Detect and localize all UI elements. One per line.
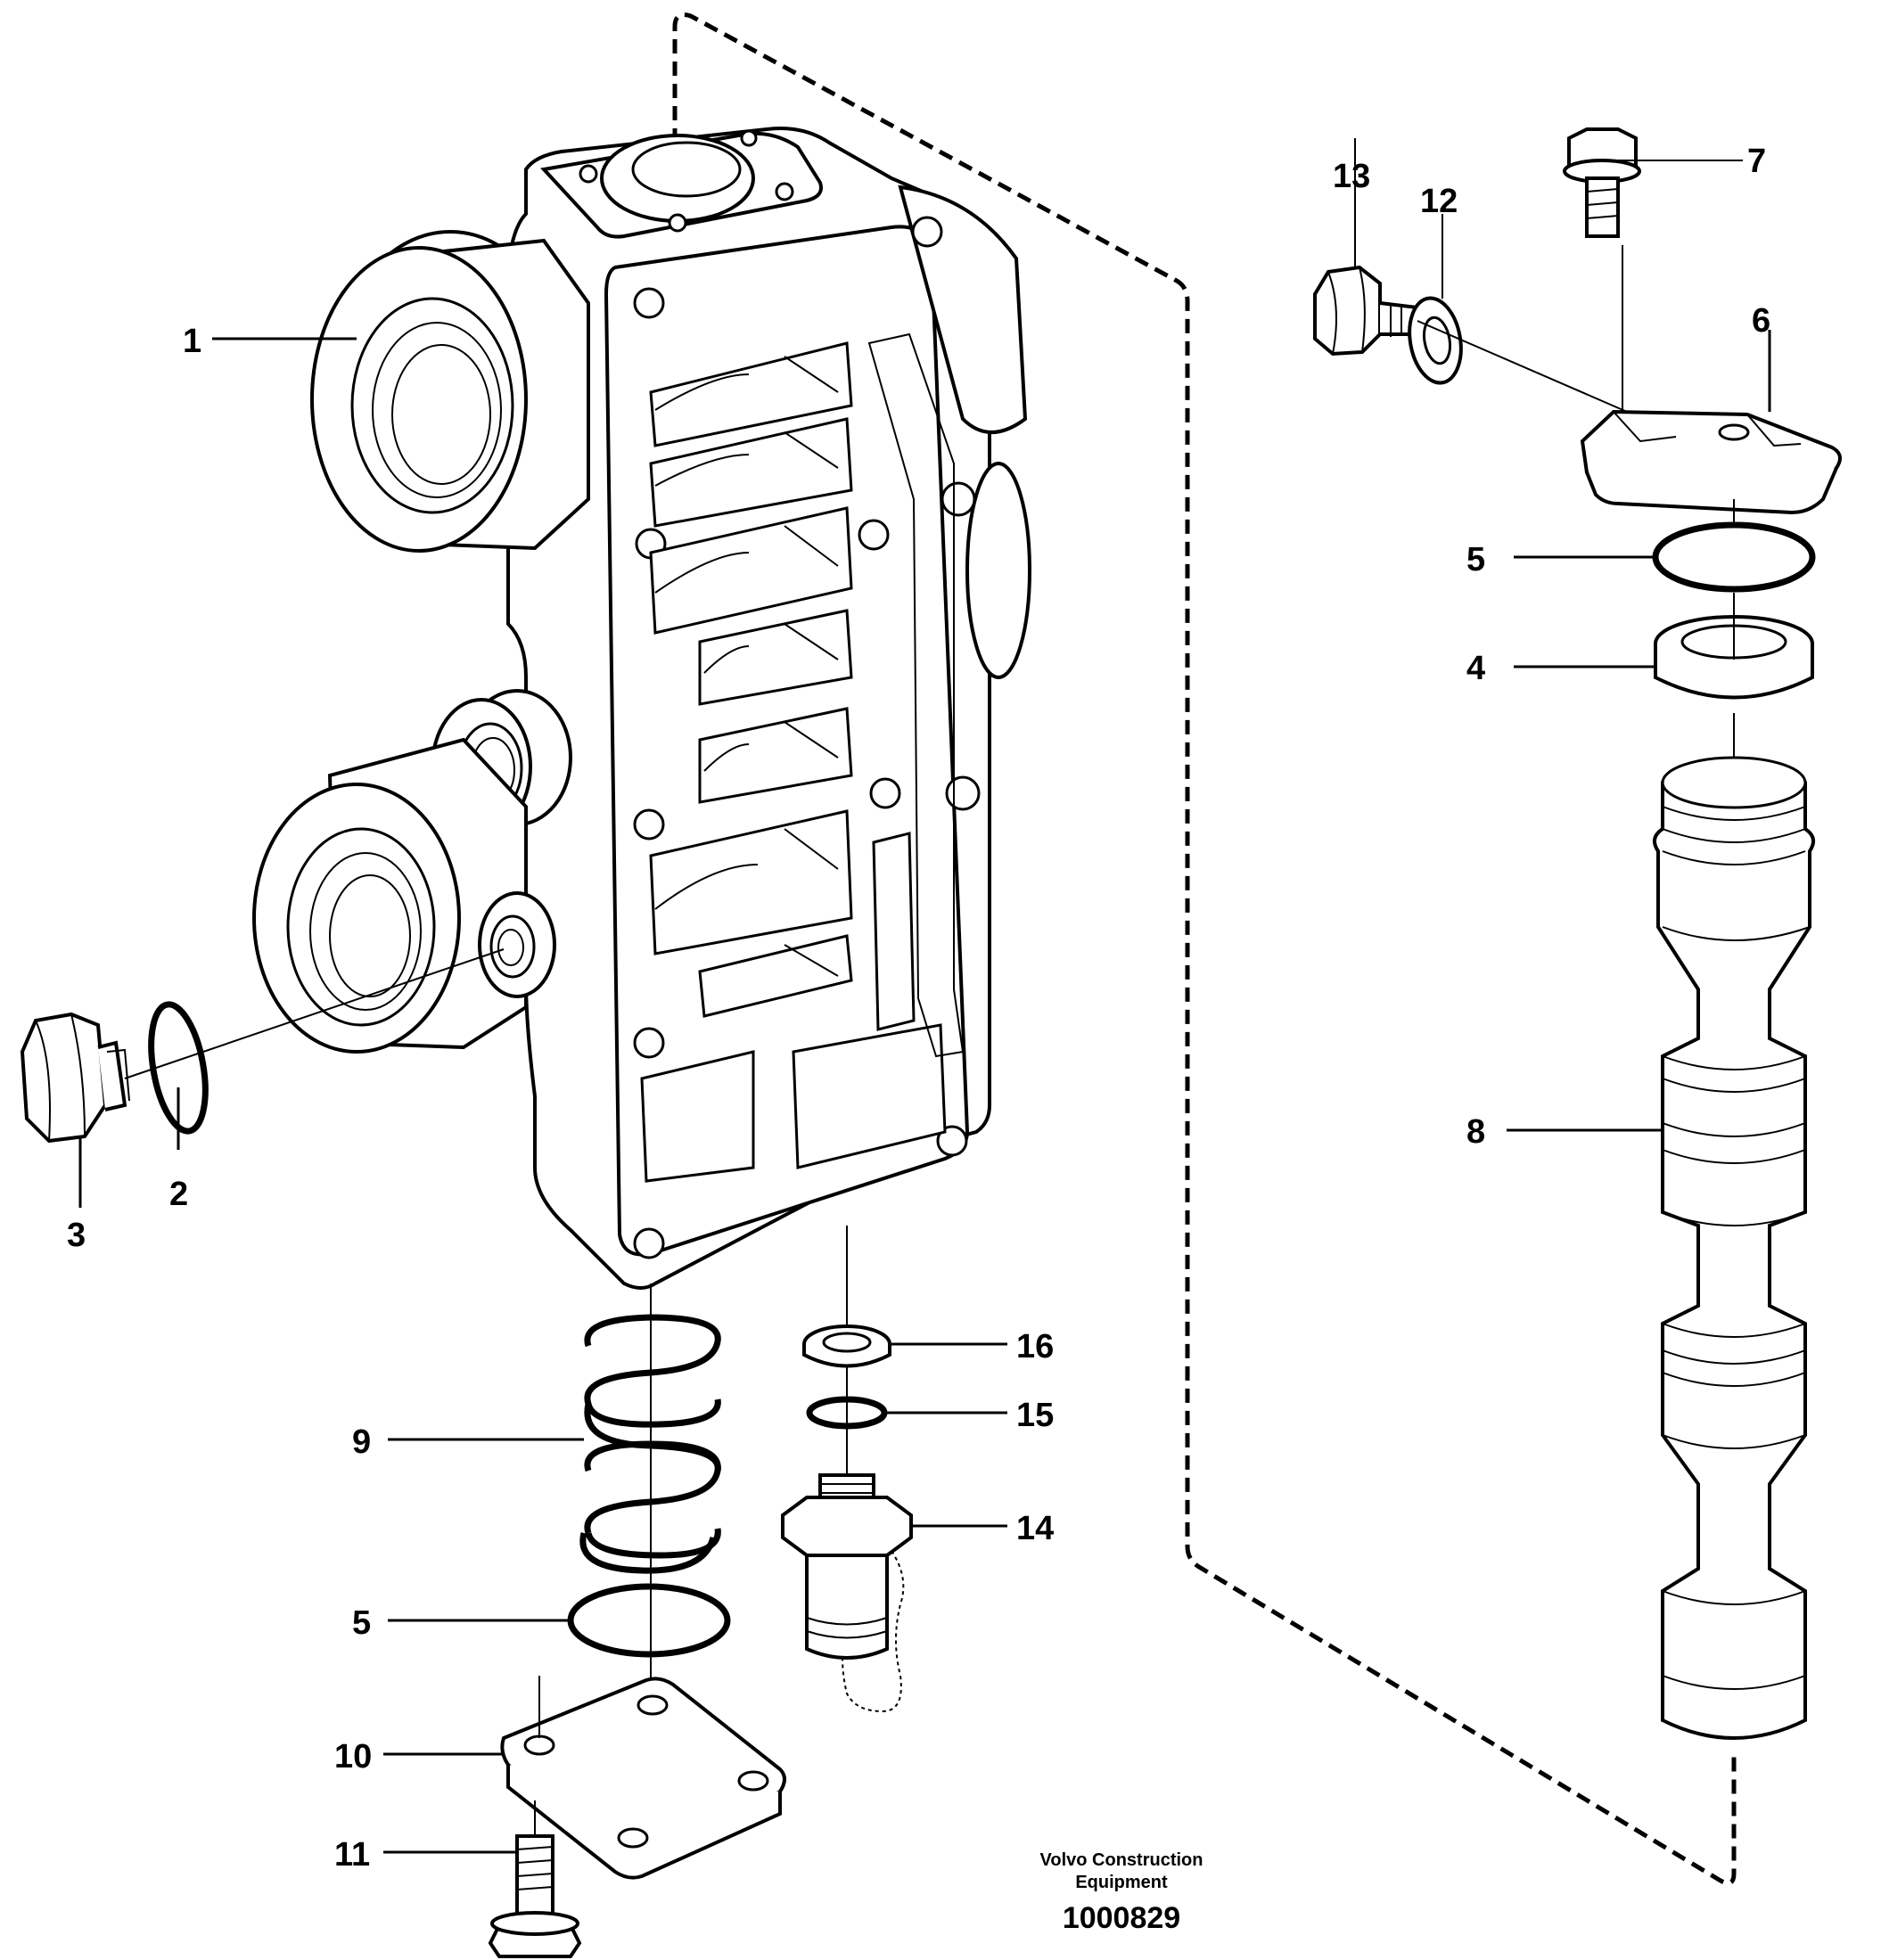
callout-label-15: 15 bbox=[1016, 1397, 1054, 1434]
callout-label-12: 12 bbox=[1420, 183, 1458, 220]
callout-label-10: 10 bbox=[334, 1738, 372, 1775]
bolt-part-7 bbox=[1563, 127, 1641, 238]
plug-part-3 bbox=[20, 1012, 130, 1144]
bolt-part-13 bbox=[1313, 265, 1419, 357]
valve-housing bbox=[252, 127, 1031, 1290]
callout-label-13: 13 bbox=[1333, 158, 1370, 195]
callout-label-11: 11 bbox=[334, 1836, 370, 1874]
valve-part-14 bbox=[781, 1473, 913, 1713]
callout-label-3: 3 bbox=[67, 1217, 86, 1254]
o-ring-part-2 bbox=[148, 1001, 209, 1135]
drawing-number: 1000829 bbox=[1063, 1901, 1180, 1935]
o-ring-part-5-upper bbox=[1652, 521, 1816, 593]
callout-leaders bbox=[78, 330, 1771, 1854]
washer-part-16 bbox=[802, 1324, 891, 1368]
callout-label-1: 1 bbox=[183, 323, 201, 360]
callout-label-9: 9 bbox=[352, 1423, 371, 1461]
cover-part-10 bbox=[500, 1677, 786, 1880]
caption-line-2: Equipment bbox=[1075, 1873, 1168, 1892]
drawing-caption: Volvo Construction Equipment 1000829 bbox=[1040, 1850, 1203, 1935]
screw-part-11 bbox=[488, 1834, 582, 1958]
o-ring-part-15 bbox=[806, 1396, 888, 1430]
callout-label-2: 2 bbox=[169, 1176, 188, 1213]
callout-label-4: 4 bbox=[1466, 650, 1485, 687]
o-ring-part-5-lower bbox=[567, 1583, 731, 1658]
callout-label-5-lower: 5 bbox=[352, 1604, 371, 1642]
callout-label-16: 16 bbox=[1016, 1328, 1054, 1365]
spool-part-8 bbox=[1653, 756, 1815, 1740]
callout-labels: 1 2 3 4 5 6 7 8 9 10 11 12 13 14 15 16 5 bbox=[67, 143, 1770, 1874]
washer-part-12 bbox=[1408, 296, 1463, 385]
caption-line-1: Volvo Construction bbox=[1040, 1850, 1203, 1870]
callout-label-14: 14 bbox=[1016, 1510, 1054, 1547]
cover-plate-part-6 bbox=[1580, 409, 1842, 515]
callout-label-5-upper: 5 bbox=[1466, 541, 1485, 578]
callout-label-7: 7 bbox=[1747, 143, 1766, 180]
callout-label-8: 8 bbox=[1466, 1113, 1485, 1151]
callout-label-6: 6 bbox=[1752, 302, 1770, 340]
exploded-view-boundary bbox=[672, 12, 1737, 1886]
